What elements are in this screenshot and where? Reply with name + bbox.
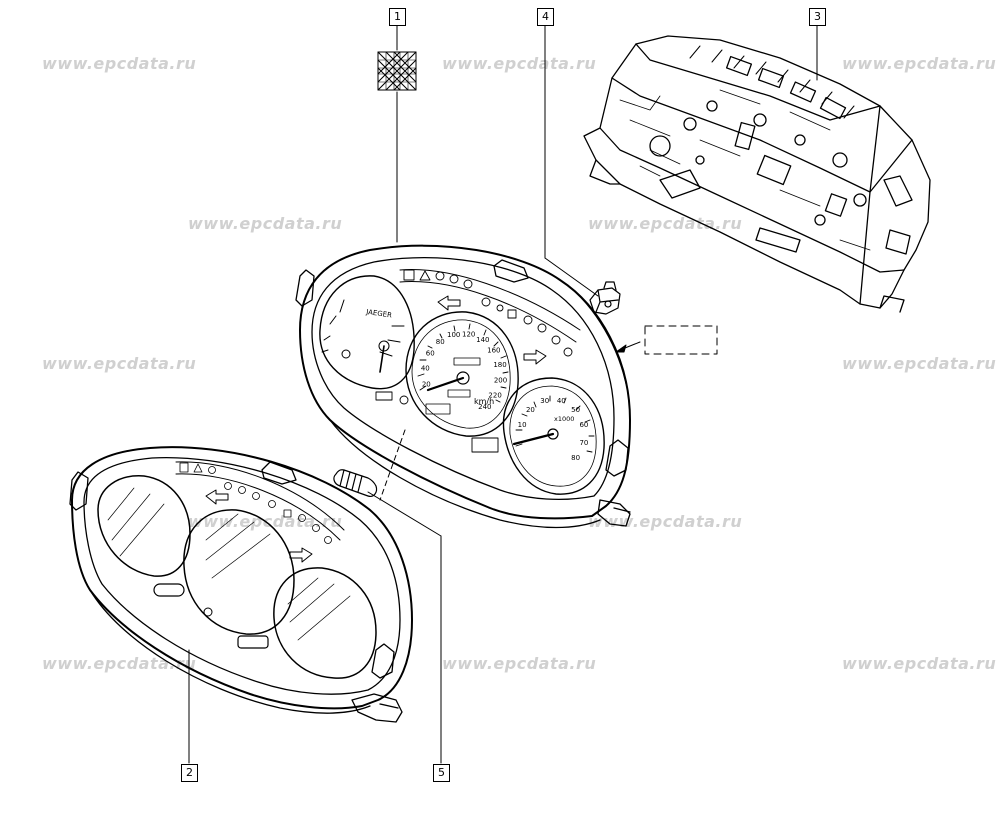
dial-number: 140 <box>476 336 489 344</box>
dial-number: 20 <box>422 380 431 388</box>
watermark: www.epcdata.ru <box>588 214 743 233</box>
warning-lights <box>403 269 573 357</box>
dial-number: 80 <box>436 338 445 346</box>
watermark: www.epcdata.ru <box>842 654 997 673</box>
reference-box <box>644 325 718 355</box>
small-bulb <box>333 469 378 497</box>
circuit-housing <box>583 35 931 313</box>
dial-number: 160 <box>487 347 500 355</box>
watermark: www.epcdata.ru <box>42 654 197 673</box>
front-glass <box>69 446 413 723</box>
tach-tick-labels: 10 20 30 40 50 60 70 80 <box>518 397 589 462</box>
dial-number: 40 <box>557 397 566 405</box>
callout-4: 4 <box>537 8 554 26</box>
watermark: www.epcdata.ru <box>442 54 597 73</box>
dial-number: 70 <box>579 439 588 447</box>
tachometer: 10 20 30 40 50 60 70 80 x1000 <box>471 377 605 495</box>
callout-1: 1 <box>389 8 406 26</box>
speed-unit: km/h <box>474 397 494 406</box>
dial-number: 80 <box>571 454 580 462</box>
watermark: www.epcdata.ru <box>42 354 197 373</box>
dial-number: 60 <box>579 421 588 429</box>
tach-multiplier: x1000 <box>554 415 574 423</box>
callout-3: 3 <box>809 8 826 26</box>
watermark: www.epcdata.ru <box>842 354 997 373</box>
dial-number: 240 <box>478 403 491 411</box>
dial-number: 180 <box>493 361 506 369</box>
callout-2: 2 <box>181 764 198 782</box>
watermark: www.epcdata.ru <box>442 654 597 673</box>
callout-5: 5 <box>433 764 450 782</box>
bulb-symbol <box>377 51 417 91</box>
dial-number: 200 <box>494 377 507 385</box>
right-turn-arrow <box>523 349 547 365</box>
dial-number: 120 <box>462 331 475 339</box>
watermark: www.epcdata.ru <box>42 54 197 73</box>
dial-number: 60 <box>426 350 435 358</box>
dial-number: 220 <box>488 391 501 399</box>
watermark: www.epcdata.ru <box>842 54 997 73</box>
dial-number: 50 <box>571 406 580 414</box>
dial-number: 20 <box>526 406 535 414</box>
dial-number: 40 <box>421 365 430 373</box>
left-turn-arrow <box>437 295 461 311</box>
fuel-temp-gauge: JAEGER <box>319 275 415 390</box>
dial-number: 30 <box>540 397 549 405</box>
dial-number: 100 <box>447 331 460 339</box>
leader-lines <box>188 24 818 764</box>
bulb-holder <box>589 281 621 315</box>
dial-number: 10 <box>518 421 527 429</box>
brand-label: JAEGER <box>365 308 393 320</box>
watermark: www.epcdata.ru <box>188 214 343 233</box>
